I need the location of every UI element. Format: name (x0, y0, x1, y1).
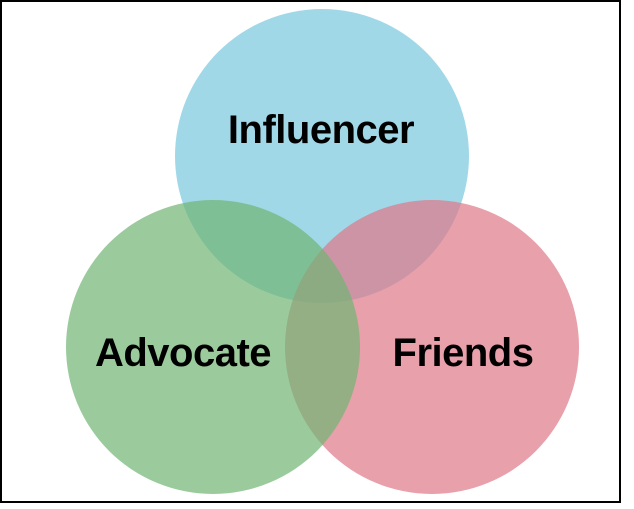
friends-label: Friends (392, 331, 534, 375)
advocate-label: Advocate (94, 331, 272, 375)
influencer-label: Influencer (227, 108, 415, 152)
advocate-circle (66, 200, 360, 494)
friends-circle (285, 200, 579, 494)
